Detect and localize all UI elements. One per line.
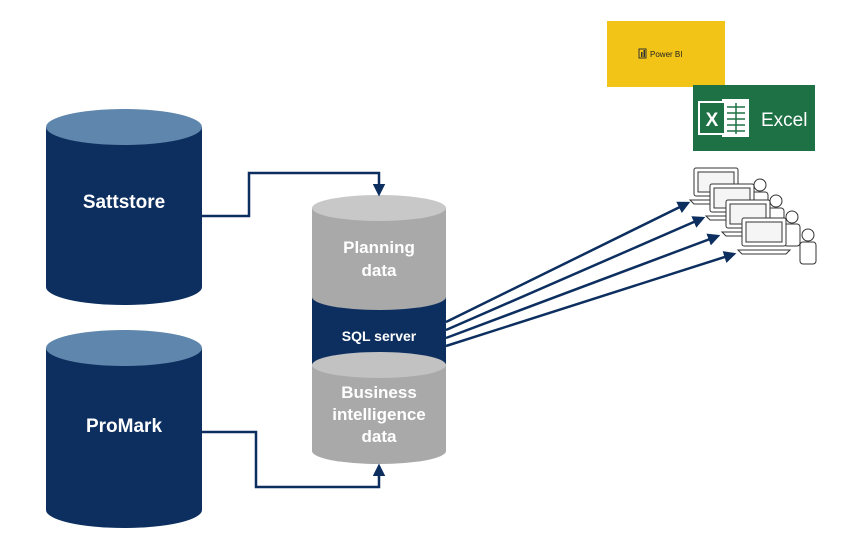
- excel-icon: X: [698, 99, 749, 137]
- person-icon: [799, 228, 817, 265]
- sattstore-database: Sattstore: [46, 109, 202, 305]
- planning-data-label-line1: Planning: [343, 238, 415, 257]
- promark-to-server-arrow: [202, 430, 386, 489]
- promark-database: ProMark: [46, 330, 202, 528]
- bi-data-label-line3: data: [362, 427, 398, 446]
- powerbi-label: Power BI: [650, 50, 682, 59]
- server-to-user-arrow-4: [445, 251, 737, 348]
- sql-server-database: Planning data SQL server Business intell…: [312, 195, 446, 464]
- planning-data-label-line2: data: [362, 261, 398, 280]
- excel-letter: X: [706, 110, 719, 131]
- bi-data-label-line2: intelligence: [332, 405, 426, 424]
- server-to-user-arrow-1: [445, 201, 691, 324]
- sattstore-label: Sattstore: [83, 192, 165, 213]
- promark-label: ProMark: [86, 416, 162, 437]
- powerbi-icon: [638, 48, 647, 59]
- sattstore-to-server-arrow: [202, 171, 386, 218]
- excel-label: Excel: [761, 110, 807, 131]
- server-to-user-arrow-2: [445, 216, 706, 332]
- server-to-user-arrow-3: [445, 233, 721, 340]
- user-workstation-4: [736, 217, 817, 265]
- bi-data-label-line1: Business: [341, 383, 417, 402]
- powerbi-tile: Power BI: [607, 21, 725, 87]
- sql-server-label: SQL server: [342, 328, 417, 344]
- computer-icon: [736, 217, 792, 255]
- users-group: [688, 167, 817, 265]
- excel-tile: X Excel: [693, 85, 815, 151]
